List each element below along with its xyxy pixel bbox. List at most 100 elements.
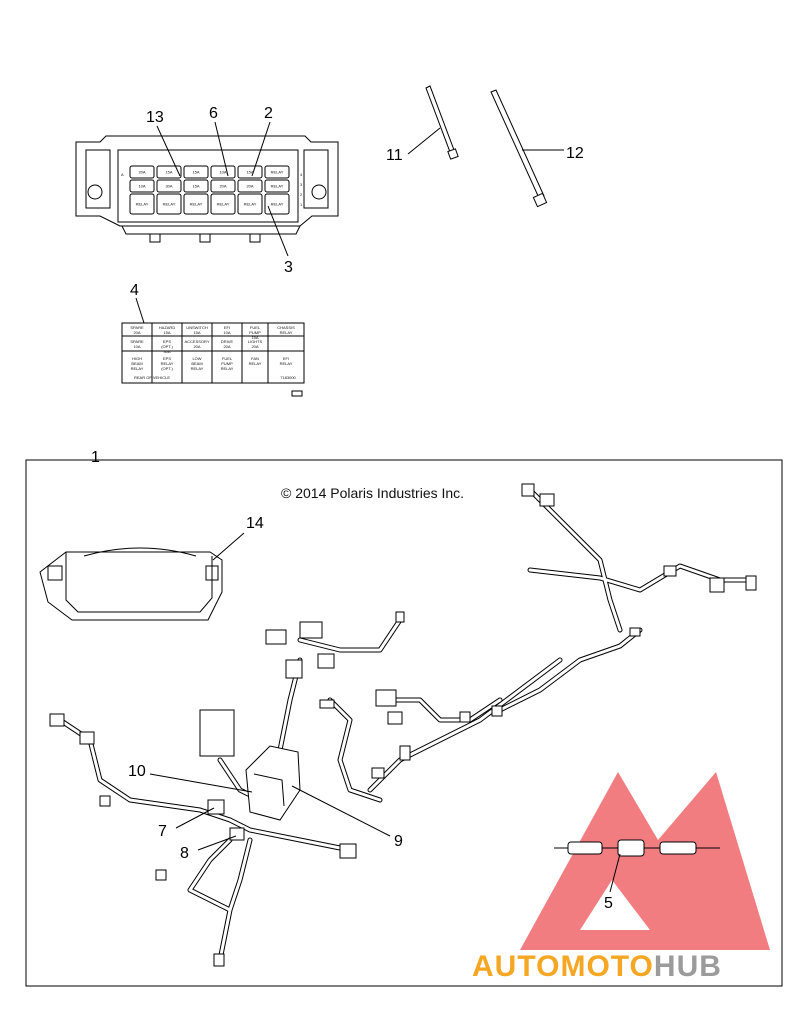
fuse-slot (210, 179, 236, 193)
fuse-box: 20A 15A 15A 10A 15A RELAY 10A 30A 15A 20A 20A RELAY… (75, 135, 339, 243)
fuse-slot (156, 165, 182, 179)
decal-label: ACCESSORY (184, 339, 209, 344)
decal-label: 30A (163, 349, 170, 354)
decal-label: RELAY (131, 366, 144, 371)
fuse-slot-label: 15A (192, 184, 199, 189)
fuse-side-2: 2 (300, 192, 303, 197)
fuse-slot (156, 179, 182, 193)
fuse-slot (264, 179, 290, 193)
harness-frame (25, 459, 783, 987)
callout-12: 12 (566, 145, 584, 162)
decal-label: (OPT.) (161, 344, 173, 349)
callout-11: 11 (386, 147, 403, 164)
fuse-slot (210, 193, 236, 215)
decal-label: EPS (163, 339, 171, 344)
decal-part-number: 7183000 (280, 375, 296, 380)
fuse-slot-label: 20A (246, 184, 253, 189)
fuse-slot-label: 20A (138, 170, 145, 175)
watermark-logo (520, 772, 770, 950)
watermark-text: AUTOMOTOHUB (472, 950, 722, 983)
cable-tie-short (425, 85, 459, 160)
decal-label: 20A (251, 344, 258, 349)
decal-label: 10A (223, 330, 230, 335)
decal-label: 10A (133, 344, 140, 349)
fuse-side-3: 3 (300, 182, 303, 187)
decal-label: RELAY (280, 330, 293, 335)
decal-label: PUMP (221, 361, 233, 366)
fuse-side-4: 4 (300, 172, 303, 177)
fuse-side-1: 1 (300, 202, 303, 207)
decal-label: UNSWITCH (186, 325, 208, 330)
callout-3: 3 (284, 259, 293, 276)
fuse-slot-label: 20A (219, 184, 226, 189)
decal-label: FUEL (250, 325, 261, 330)
decal-label: FUEL (222, 356, 233, 361)
fuse-decal: SPARE20AHAZARD15AUNSWITCH15AEFI10AFUELPU… (121, 322, 305, 397)
decal-label: RELAY (191, 366, 204, 371)
fuse-slot-label: 15A (246, 170, 253, 175)
wire-harness (49, 483, 757, 967)
decal-labels: SPARE20AHAZARD15AUNSWITCH15AEFI10AFUELPU… (130, 325, 296, 380)
fuse-slot-label: RELAY (271, 184, 284, 189)
decal-label: RELAY (161, 361, 174, 366)
decal-label: BEAM (131, 361, 142, 366)
watermark-auto: AUTO (472, 950, 560, 983)
decal-label: EPS (163, 356, 171, 361)
decal-label: EFI (224, 325, 230, 330)
callout-6: 6 (209, 105, 218, 122)
fuse-slot-label: 10A (219, 170, 226, 175)
fuse-slot (129, 179, 155, 193)
fuse-slot (129, 193, 155, 215)
callout-7: 7 (158, 823, 167, 840)
fuse-slot-label: RELAY (190, 202, 203, 207)
callout-5: 5 (604, 895, 613, 912)
decal-label: RELAY (221, 366, 234, 371)
fuse-slot (183, 179, 209, 193)
decal-label: BEAM (191, 361, 202, 366)
decal-label: RELAY (280, 361, 293, 366)
callout-10: 10 (128, 763, 146, 780)
fuse-slot-label: RELAY (136, 202, 149, 207)
fuse-cells: 20A 15A 15A 10A 15A RELAY 10A 30A 15A 20A 20A RELAY… (129, 165, 290, 215)
decal-label: FAN (251, 356, 259, 361)
fuse-slot-label: RELAY (271, 170, 284, 175)
fuse-slot (264, 165, 290, 179)
decal-label: 15A (251, 335, 258, 340)
decal-label: EFI (283, 356, 289, 361)
decal-label: 20A (193, 344, 200, 349)
fuse-slot-label: 15A (192, 170, 199, 175)
inline-fuse (554, 839, 720, 857)
fuse-slot (237, 179, 263, 193)
decal-label: 15A (193, 330, 200, 335)
fuse-side-letter: A (121, 172, 124, 177)
fuse-slot-label: RELAY (244, 202, 257, 207)
callout-14: 14 (246, 515, 264, 532)
fuse-slot (183, 193, 209, 215)
fuse-slot (183, 165, 209, 179)
decal-label: DRIVE (221, 339, 234, 344)
fuse-slot-label: 30A (165, 184, 172, 189)
fuse-slot-label: RELAY (271, 202, 284, 207)
fuse-slot (210, 165, 236, 179)
callout-2: 2 (264, 105, 273, 122)
watermark-hub: HUB (654, 950, 722, 983)
fuse-slot-label: 10A (138, 184, 145, 189)
decal-label: SPARE (130, 339, 144, 344)
copyright: © 2014 Polaris Industries Inc. (281, 485, 464, 501)
watermark-moto: MOTO (560, 950, 653, 983)
decal-label: 15A (163, 330, 170, 335)
callout-9: 9 (394, 833, 403, 850)
fuse-slot (237, 165, 263, 179)
cable-tie-long (490, 89, 548, 208)
fuse-slot (129, 165, 155, 179)
fuse-slot-label: 15A (165, 170, 172, 175)
decal-label: (OPT.) (161, 366, 173, 371)
decal-label: SPARE (130, 325, 144, 330)
decal-rear-note: REAR OF VEHICLE (134, 375, 170, 380)
fuse-slot (156, 193, 182, 215)
decal-label: HIGH (132, 356, 142, 361)
decal-label: HAZARD (159, 325, 176, 330)
fuse-slot-label: RELAY (163, 202, 176, 207)
fuse-slot (264, 193, 290, 215)
